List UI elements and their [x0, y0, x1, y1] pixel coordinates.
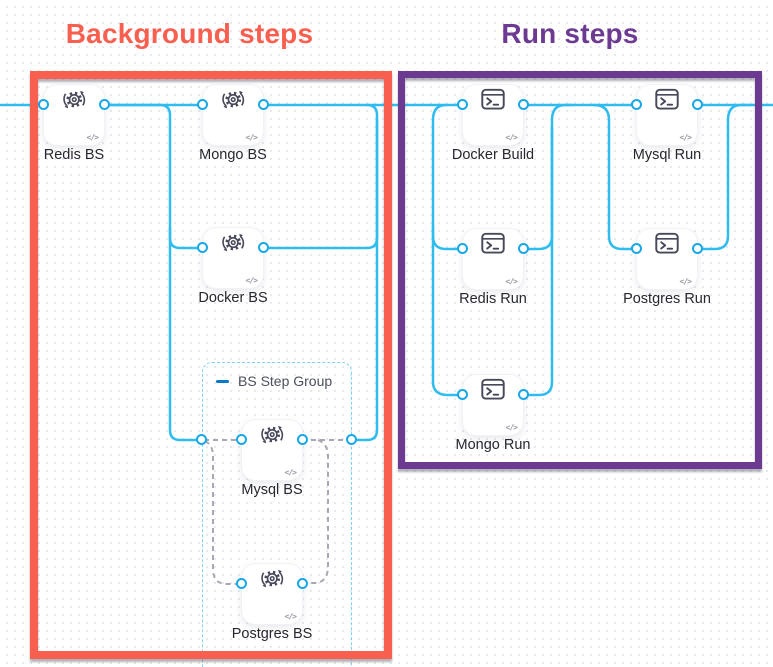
- step-card[interactable]: </>: [637, 229, 697, 289]
- output-port[interactable]: [518, 389, 529, 400]
- input-port[interactable]: [631, 243, 642, 254]
- output-port[interactable]: [692, 243, 703, 254]
- node-mongo-bs[interactable]: </> Mongo BS: [197, 77, 269, 163]
- input-port[interactable]: [197, 242, 208, 253]
- code-badge-icon: </>: [505, 423, 518, 432]
- input-port[interactable]: [38, 99, 49, 110]
- input-port[interactable]: [631, 99, 642, 110]
- node-label: Postgres Run: [623, 291, 711, 307]
- node-redis-bs[interactable]: </> Redis BS: [38, 77, 110, 163]
- step-card[interactable]: </>: [637, 85, 697, 145]
- output-port[interactable]: [258, 99, 269, 110]
- step-card[interactable]: </>: [44, 85, 104, 145]
- step-card[interactable]: </>: [463, 229, 523, 289]
- node-postgres-bs[interactable]: </> Postgres BS: [232, 556, 312, 642]
- output-port[interactable]: [258, 242, 269, 253]
- node-docker-build[interactable]: </> Docker Build: [452, 77, 534, 163]
- output-port[interactable]: [518, 99, 529, 110]
- background-steps-box: [30, 71, 392, 659]
- code-badge-icon: </>: [679, 277, 692, 286]
- step-card[interactable]: </>: [463, 375, 523, 435]
- code-badge-icon: </>: [245, 276, 258, 285]
- code-badge-icon: </>: [505, 133, 518, 142]
- node-label: Postgres BS: [231, 626, 313, 642]
- group-input-port[interactable]: [196, 434, 207, 445]
- code-badge-icon: </>: [284, 468, 297, 477]
- node-label: Redis BS: [43, 147, 105, 163]
- step-group-label: BS Step Group: [238, 373, 333, 389]
- step-card[interactable]: </>: [242, 564, 302, 624]
- node-mysql-bs[interactable]: </> Mysql BS: [236, 412, 308, 498]
- code-badge-icon: </>: [679, 133, 692, 142]
- input-port[interactable]: [236, 578, 247, 589]
- bs-step-group[interactable]: BS Step Group: [202, 362, 352, 667]
- code-badge-icon: </>: [505, 277, 518, 286]
- node-mongo-run[interactable]: </> Mongo Run: [456, 367, 530, 453]
- background-steps-title: Background steps: [65, 18, 314, 49]
- output-port[interactable]: [692, 99, 703, 110]
- step-card[interactable]: </>: [203, 228, 263, 288]
- node-label: Docker BS: [198, 290, 268, 306]
- input-port[interactable]: [197, 99, 208, 110]
- group-output-port[interactable]: [346, 434, 357, 445]
- output-port[interactable]: [297, 434, 308, 445]
- node-docker-bs[interactable]: </> Docker BS: [197, 220, 269, 306]
- input-port[interactable]: [236, 434, 247, 445]
- node-mysql-run[interactable]: </> Mysql Run: [631, 77, 703, 163]
- step-card[interactable]: </>: [242, 420, 302, 480]
- code-badge-icon: </>: [86, 133, 99, 142]
- step-card[interactable]: </>: [463, 85, 523, 145]
- output-port[interactable]: [297, 578, 308, 589]
- code-badge-icon: </>: [245, 133, 258, 142]
- node-label: Mongo Run: [455, 437, 531, 453]
- node-postgres-run[interactable]: </> Postgres Run: [623, 221, 711, 307]
- run-steps-title: Run steps: [501, 18, 639, 49]
- code-badge-icon: </>: [284, 612, 297, 621]
- input-port[interactable]: [457, 389, 468, 400]
- output-port[interactable]: [99, 99, 110, 110]
- input-port[interactable]: [457, 243, 468, 254]
- step-card[interactable]: </>: [203, 85, 263, 145]
- output-port[interactable]: [518, 243, 529, 254]
- node-label: Docker Build: [451, 147, 535, 163]
- node-label: Mongo BS: [199, 147, 267, 163]
- run-steps-box: [398, 71, 762, 469]
- node-label: Redis Run: [459, 291, 527, 307]
- input-port[interactable]: [457, 99, 468, 110]
- node-label: Mysql BS: [241, 482, 303, 498]
- node-label: Mysql Run: [632, 147, 702, 163]
- collapse-icon[interactable]: [216, 379, 229, 383]
- node-redis-run[interactable]: </> Redis Run: [457, 221, 529, 307]
